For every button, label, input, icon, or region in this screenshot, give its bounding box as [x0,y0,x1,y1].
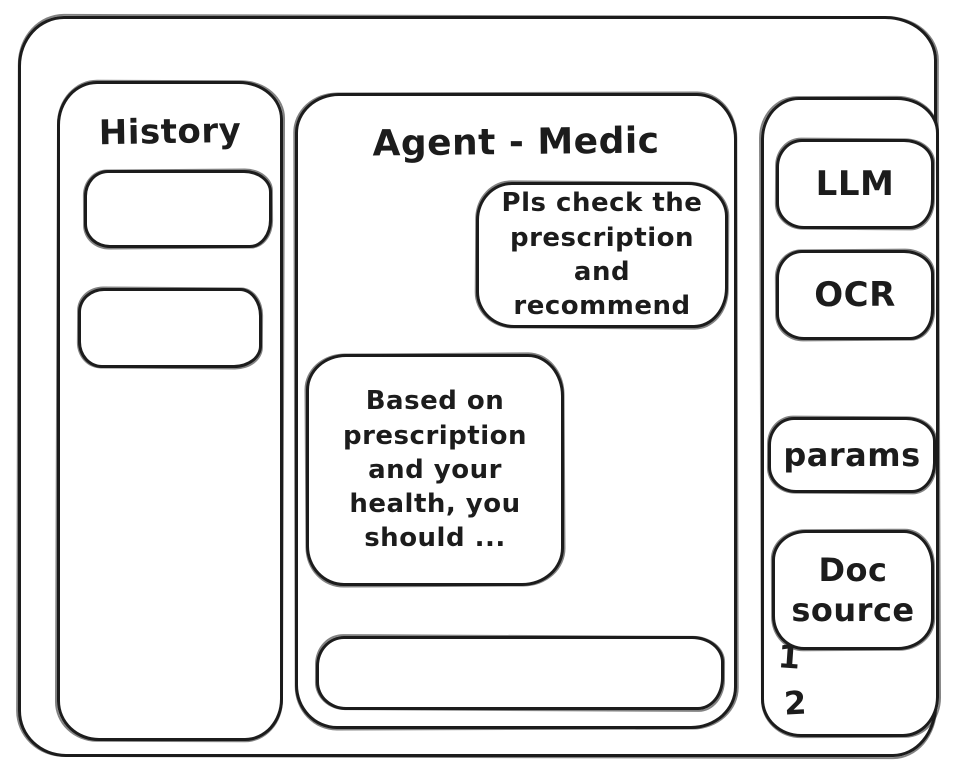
ocr-button[interactable]: OCR [776,250,934,340]
history-item[interactable] [78,288,262,368]
doc-source-button[interactable]: Doc source [772,530,934,650]
user-message-bubble: Pls check the prescription and recommend [476,182,728,328]
history-panel: History [57,81,283,741]
message-input[interactable] [319,639,721,707]
message-input-box[interactable] [316,636,724,710]
doc-source-item-1[interactable]: 1 [776,637,803,677]
chat-panel: Agent - Medic Pls check the prescription… [295,93,737,729]
assistant-message-bubble: Based on prescription and your health, y… [306,354,564,586]
history-item[interactable] [84,170,272,248]
tools-panel: LLM OCR params Doc source 1 2 [761,97,939,737]
params-button[interactable]: params [768,417,936,493]
history-title: History [98,110,242,154]
doc-source-item-2[interactable]: 2 [783,683,808,723]
app-window-frame: History Agent - Medic Pls check the pres… [18,16,939,757]
llm-button[interactable]: LLM [776,139,934,229]
page-title: Agent - Medic [372,120,660,165]
